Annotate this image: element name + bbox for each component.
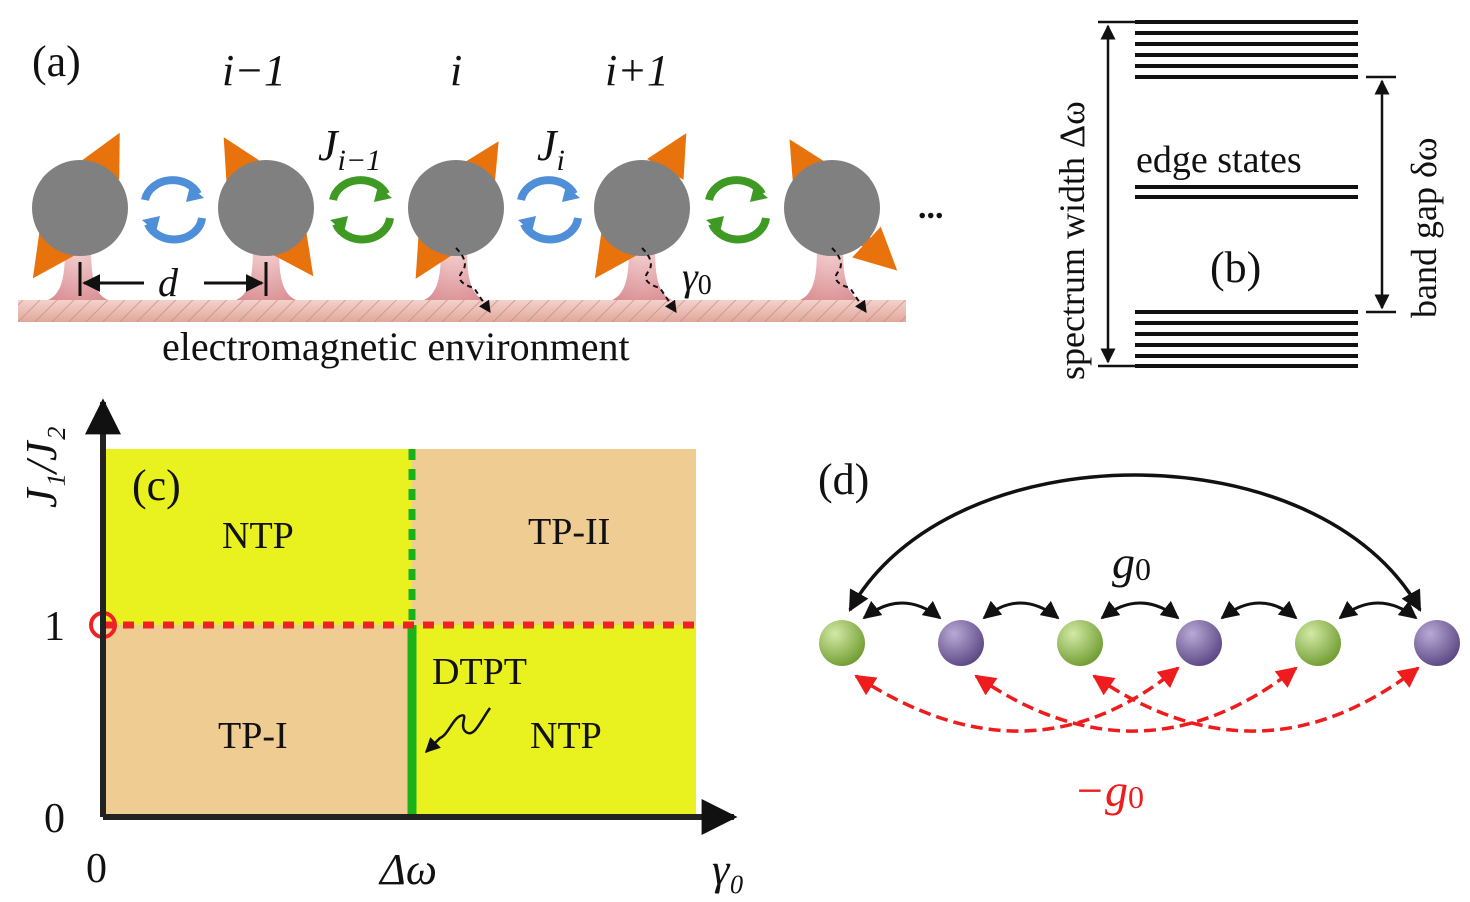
region-label-tp-i: TP-I xyxy=(218,715,288,757)
coupling-arrow-green-1 xyxy=(329,176,394,244)
atom-1 xyxy=(32,160,128,256)
region-label-ntp-top: NTP xyxy=(222,515,294,557)
x-tick-delta-omega: Δω xyxy=(378,845,437,894)
energy-levels xyxy=(1135,20,1358,368)
edge-states-label: edge states xyxy=(1136,139,1302,181)
panel-b-label: (b) xyxy=(1210,243,1261,292)
atom-3 xyxy=(408,160,504,256)
decay-label: γ0 xyxy=(682,254,712,301)
coupling-arrow-green-2 xyxy=(705,176,770,244)
panel-d: (d) g0 −g0 xyxy=(818,455,1460,816)
band-gap-label: band gap δω xyxy=(1404,137,1444,318)
long-range-coupling-arrow xyxy=(848,473,1422,612)
coupling-label-j-i: Ji xyxy=(537,121,565,177)
coupling-pos-label: g0 xyxy=(1112,537,1151,588)
ellipsis: ... xyxy=(918,189,944,226)
region-bottom-left xyxy=(103,625,412,817)
neg-coupling-arrows xyxy=(854,666,1420,733)
panel-a: (a) i−1 i i+1 Ji−1 Ji xyxy=(18,37,944,369)
coupling-label-j-i-minus-1: Ji−1 xyxy=(318,121,381,177)
spectrum-width-label: spectrum width Δω xyxy=(1052,101,1092,380)
site-label-i-plus-1: i+1 xyxy=(605,46,669,95)
coupling-arrow-blue-2 xyxy=(517,176,582,244)
region-top-left xyxy=(103,449,412,625)
site-label-i: i xyxy=(450,46,462,95)
atom-4 xyxy=(594,160,690,256)
node-b-3 xyxy=(1414,620,1460,666)
y-tick-0: 0 xyxy=(44,796,65,842)
environment-label: electromagnetic environment xyxy=(162,324,630,369)
distance-label: d xyxy=(158,260,179,305)
atom-2 xyxy=(218,160,314,256)
node-a-3 xyxy=(1295,620,1341,666)
node-a-1 xyxy=(819,620,865,666)
transition-label: DTPT xyxy=(432,651,527,693)
x-axis-label: γ₀ xyxy=(712,845,745,894)
region-top-right xyxy=(412,449,696,625)
panel-a-label: (a) xyxy=(32,37,81,86)
node-b-1 xyxy=(938,620,984,666)
region-label-tp-ii: TP-II xyxy=(528,511,610,553)
atoms xyxy=(32,160,880,256)
panel-c-label: (c) xyxy=(132,461,181,510)
x-tick-0: 0 xyxy=(86,846,107,892)
site-label-i-minus-1: i−1 xyxy=(222,46,286,95)
y-axis-label: J₁/J₂ xyxy=(17,426,66,508)
distance-indicator: d xyxy=(78,260,268,305)
region-label-ntp-bottom: NTP xyxy=(530,715,602,757)
y-tick-1: 1 xyxy=(44,604,65,650)
transition-pointer-arrow xyxy=(424,707,492,754)
atom-5 xyxy=(784,160,880,256)
lattice-nodes xyxy=(819,620,1460,666)
panel-c: (c) NTP TP-II TP-I NTP DTPT J₁/J₂ 1 0 0 … xyxy=(17,398,745,894)
node-a-2 xyxy=(1057,620,1103,666)
decay-arrows xyxy=(455,247,867,313)
panel-d-label: (d) xyxy=(818,455,869,504)
coupling-arrow-blue-1 xyxy=(141,176,206,244)
nn-coupling-arrows xyxy=(862,600,1418,620)
coupling-neg-label: −g0 xyxy=(1074,765,1144,816)
region-bottom-right xyxy=(412,625,696,817)
substrate-hatch xyxy=(18,300,906,322)
node-b-2 xyxy=(1176,620,1222,666)
panel-b: spectrum width Δω band gap δω edge state… xyxy=(1052,20,1444,380)
